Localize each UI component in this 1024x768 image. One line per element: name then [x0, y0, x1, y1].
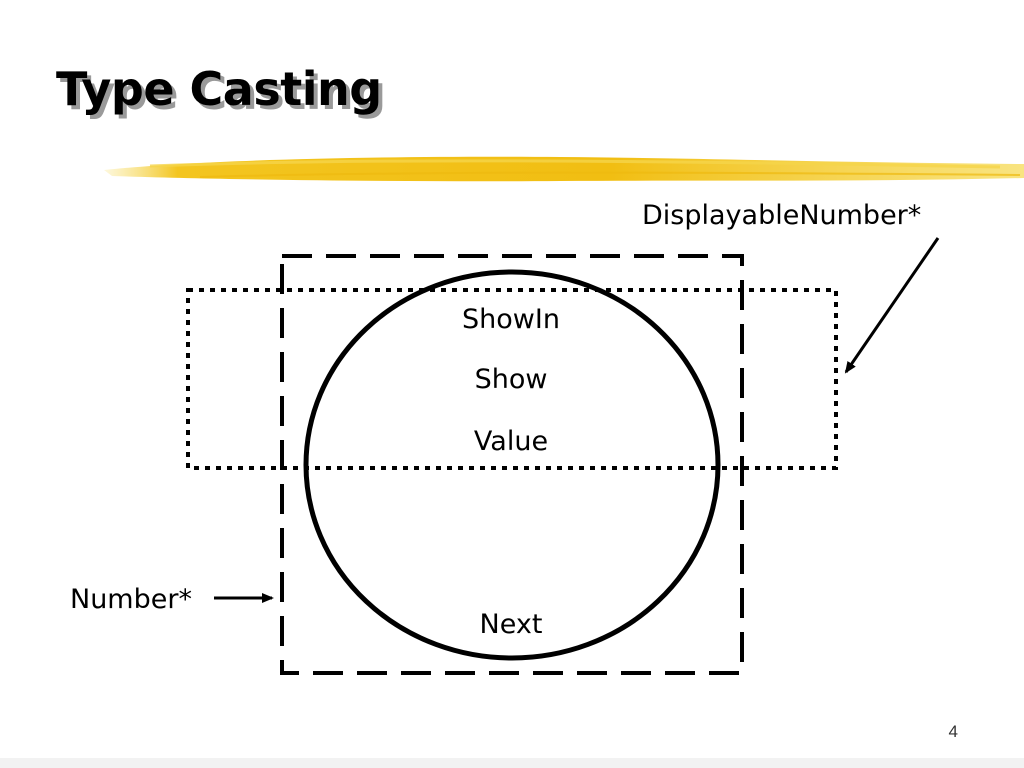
member-next: Next: [479, 609, 543, 640]
page-number: 4: [948, 722, 958, 741]
member-value: Value: [473, 426, 549, 457]
object-circle: [303, 269, 721, 661]
title-underline-brush: [104, 156, 1024, 182]
footer-strip: [0, 758, 1024, 768]
number-object-dashed-box: [280, 254, 744, 675]
displayable-number-arrow: [844, 237, 940, 374]
member-show: Show: [474, 364, 548, 395]
member-show-in: ShowIn: [462, 304, 560, 335]
slide-title: Type Casting: [56, 62, 382, 116]
displayable-number-dotted-box: [186, 288, 838, 470]
number-label: Number*: [70, 584, 192, 615]
displayable-number-label: DisplayableNumber*: [642, 200, 922, 231]
